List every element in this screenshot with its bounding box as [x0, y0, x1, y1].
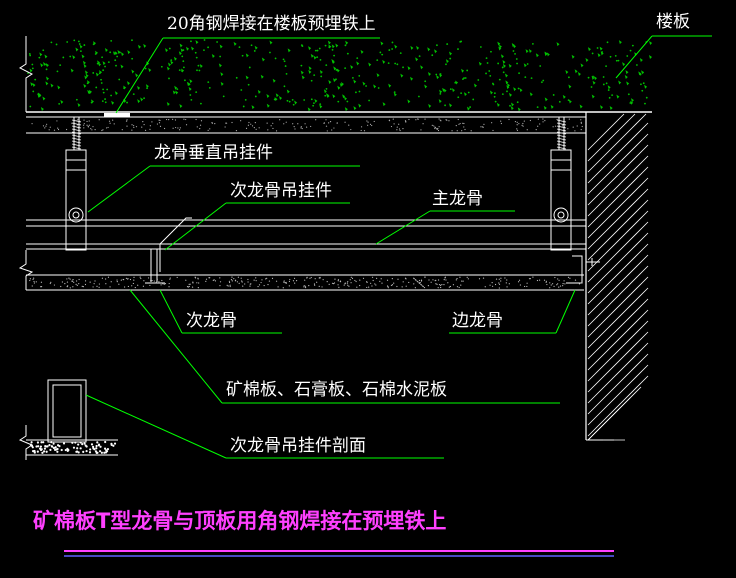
hanger-right [550, 117, 572, 251]
hanger-left [65, 117, 87, 251]
label-main-hanger: 龙骨垂直吊挂件 [154, 143, 273, 163]
finish-layer-dots [31, 118, 583, 132]
hanger-section-detail [18, 379, 118, 460]
embedded-plate [104, 113, 130, 117]
label-floor-slab: 楼板 [656, 12, 690, 32]
drawing-title: 矿棉板T型龙骨与顶板用角钢焊接在预埋铁上 [33, 509, 447, 533]
secondary-hanger [145, 217, 192, 284]
main-keel [26, 219, 586, 250]
wall-hatch [586, 113, 649, 441]
concrete-speckle [27, 39, 653, 112]
label-hanger-section: 次龙骨吊挂件剖面 [230, 436, 366, 456]
leader-lines [85, 35, 712, 459]
ceiling-board [18, 250, 584, 291]
label-secondary-keel: 次龙骨 [186, 311, 237, 331]
edge-keel [566, 255, 600, 284]
label-edge-keel: 边龙骨 [452, 311, 503, 331]
floor-slab [19, 36, 653, 134]
side-wall [585, 112, 649, 441]
label-main-keel: 主龙骨 [432, 189, 483, 209]
label-secondary-hanger: 次龙骨吊挂件 [230, 181, 332, 201]
label-angle-steel: 20角钢焊接在楼板预埋铁上 [167, 14, 376, 34]
label-board-types: 矿棉板、石膏板、石棉水泥板 [226, 380, 447, 400]
